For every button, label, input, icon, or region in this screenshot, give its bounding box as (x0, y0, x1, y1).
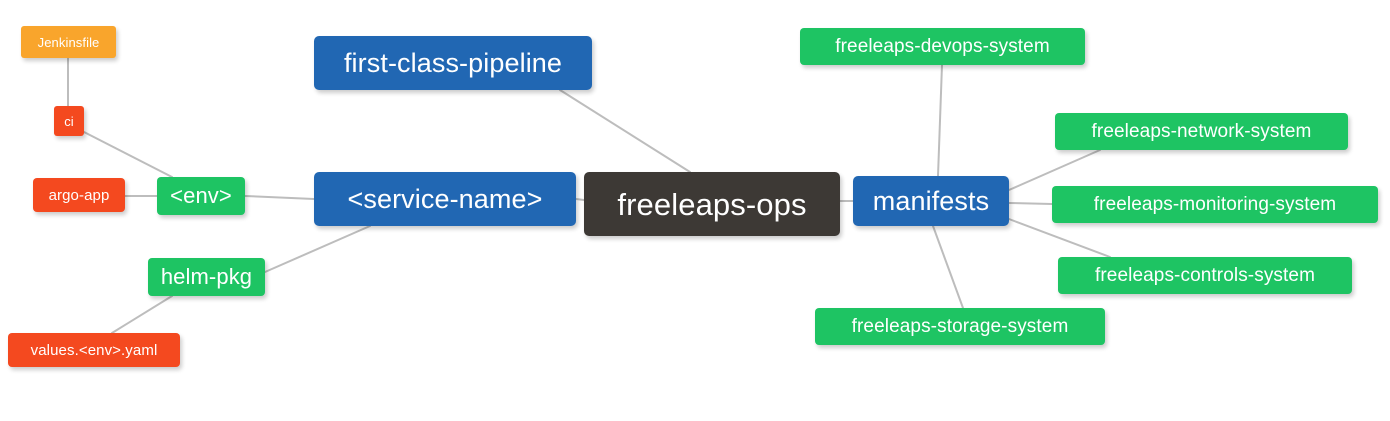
mindmap-node-freeleaps-controls-system[interactable]: freeleaps-controls-system (1058, 257, 1352, 294)
node-label-env: <env> (170, 183, 232, 208)
node-label-service-name: <service-name> (347, 183, 543, 214)
edge-service-name-to-helm-pkg (264, 225, 371, 273)
node-label-helm-pkg: helm-pkg (160, 264, 253, 289)
edge-manifests-to-freeleaps-controls-system (1008, 218, 1111, 258)
edge-freeleaps-ops-to-first-class-pipeline (559, 89, 691, 173)
mindmap-node-values-env-yaml[interactable]: values.<env>.yaml (8, 333, 180, 367)
node-label-ci: ci (64, 113, 74, 129)
edge-manifests-to-freeleaps-devops-system (937, 64, 943, 177)
edge-manifests-to-freeleaps-network-system (1008, 149, 1101, 191)
mindmap-node-first-class-pipeline[interactable]: first-class-pipeline (314, 36, 592, 90)
mindmap-node-freeleaps-storage-system[interactable]: freeleaps-storage-system (815, 308, 1105, 345)
edge-service-name-to-env (244, 195, 315, 200)
edge-helm-pkg-to-values-env-yaml (111, 295, 173, 334)
node-label-freeleaps-devops-system: freeleaps-devops-system (835, 36, 1050, 57)
edge-manifests-to-freeleaps-storage-system (932, 225, 964, 309)
node-label-freeleaps-controls-system: freeleaps-controls-system (1094, 265, 1316, 286)
edge-manifests-to-freeleaps-monitoring-system (1008, 202, 1053, 205)
mindmap-node-env[interactable]: <env> (157, 177, 245, 215)
mindmap-node-helm-pkg[interactable]: helm-pkg (148, 258, 265, 296)
edge-env-to-ci (83, 131, 173, 178)
mindmap-node-freeleaps-network-system[interactable]: freeleaps-network-system (1055, 113, 1348, 150)
mindmap-node-manifests[interactable]: manifests (853, 176, 1009, 226)
mindmap-node-freeleaps-devops-system[interactable]: freeleaps-devops-system (800, 28, 1085, 65)
edge-freeleaps-ops-to-service-name (575, 198, 585, 201)
node-label-argo-app: argo-app (48, 186, 110, 204)
node-label-freeleaps-monitoring-system: freeleaps-monitoring-system (1093, 194, 1337, 215)
mindmap-node-freeleaps-monitoring-system[interactable]: freeleaps-monitoring-system (1052, 186, 1378, 223)
node-label-freeleaps-ops: freeleaps-ops (617, 186, 807, 222)
mindmap-node-service-name[interactable]: <service-name> (314, 172, 576, 226)
node-label-freeleaps-storage-system: freeleaps-storage-system (851, 316, 1069, 337)
node-label-manifests: manifests (872, 185, 990, 216)
node-label-values-env-yaml: values.<env>.yaml (30, 341, 158, 359)
mindmap-node-freeleaps-ops[interactable]: freeleaps-ops (584, 172, 840, 236)
mindmap-node-ci[interactable]: ci (54, 106, 84, 136)
mindmap-node-jenkinsfile[interactable]: Jenkinsfile (21, 26, 116, 58)
node-label-freeleaps-network-system: freeleaps-network-system (1091, 121, 1312, 142)
node-label-jenkinsfile: Jenkinsfile (37, 34, 100, 50)
mindmap-node-argo-app[interactable]: argo-app (33, 178, 125, 212)
node-label-first-class-pipeline: first-class-pipeline (343, 47, 563, 78)
